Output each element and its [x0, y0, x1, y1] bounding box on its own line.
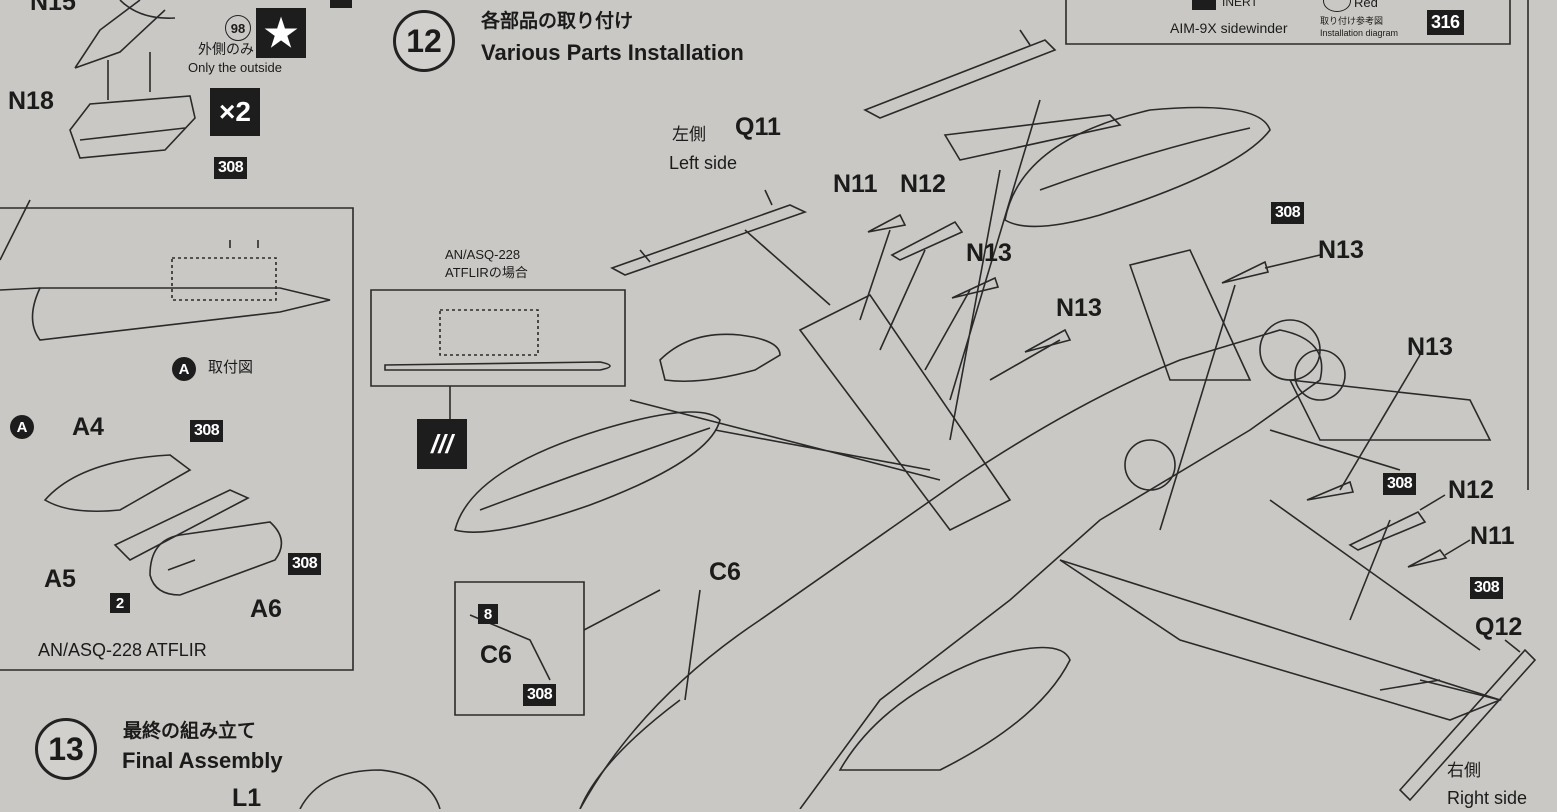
install-view-label: 取付図 [208, 359, 254, 376]
outside-only-jp: 外側のみ [198, 41, 254, 57]
inert-code-badge [1192, 0, 1216, 10]
paint-code-308-top: 308 [1271, 202, 1305, 224]
paint-2-badge: 2 [110, 593, 130, 613]
install-diagram-jp: 取り付け参考図 [1320, 16, 1384, 26]
left-side-en: Left side [669, 153, 738, 173]
star-decal-icon: ★ [256, 8, 306, 58]
part-n11-top-label: N11 [833, 170, 878, 198]
paint-code-308-mid: 308 [1383, 473, 1417, 495]
part-l1-label: L1 [232, 784, 262, 812]
step-13-title-en: Final Assembly [122, 748, 283, 773]
part-n13-b-label: N13 [1056, 294, 1102, 322]
install-diagram-en: Installation diagram [1320, 28, 1399, 38]
outside-only-en: Only the outside [188, 60, 282, 75]
subassy-mark-a: A [10, 415, 34, 439]
part-n13-a-label: N13 [966, 239, 1012, 267]
part-c6-main-label: C6 [709, 558, 741, 586]
aim9x-label: AIM-9X sidewinder [1170, 20, 1288, 36]
part-a4-label: A4 [72, 413, 104, 441]
paint-8-badge: 8 [478, 604, 498, 624]
part-n15-label: N15 [30, 0, 76, 16]
part-n13-c-label: N13 [1318, 236, 1364, 264]
part-n11-right-label: N11 [1470, 522, 1515, 550]
paint-code-308-right: 308 [1470, 577, 1504, 599]
paint-code-308-a4: 308 [190, 420, 224, 442]
inset-atflir-line1: AN/ASQ-228 [445, 247, 521, 262]
step-13-title-jp: 最終の組み立て [123, 721, 257, 742]
times-2-badge: ×2 [210, 88, 260, 136]
part-q11-label: Q11 [735, 113, 781, 141]
left-side-jp: 左側 [672, 125, 706, 144]
step-13-number: 13 [35, 718, 97, 780]
step-12-title-en: Various Parts Installation [481, 40, 744, 65]
step-12-number: 12 [393, 10, 455, 72]
paint-code-316: 316 [1427, 10, 1464, 35]
part-n13-d-label: N13 [1407, 333, 1453, 361]
part-q12-label: Q12 [1475, 613, 1523, 641]
inset-atflir-line2: ATFLIRの場合 [445, 265, 528, 280]
black-corner-mark [330, 0, 352, 8]
part-a6-label: A6 [250, 595, 282, 623]
red-label: Red [1354, 0, 1378, 10]
paint-code-308-c6: 308 [523, 684, 557, 706]
part-a5-label: A5 [44, 565, 76, 593]
inert-label: INERT [1222, 0, 1258, 9]
right-side-jp: 右側 [1447, 761, 1481, 780]
part-n12-right-label: N12 [1448, 476, 1494, 504]
part-n18-label: N18 [8, 87, 54, 115]
install-mark-a: A [172, 357, 196, 381]
paint-98-badge: 98 [225, 15, 251, 41]
part-c6-inset-label: C6 [480, 641, 512, 669]
paint-code-308: 308 [214, 157, 248, 179]
right-side-en: Right side [1447, 788, 1528, 808]
part-n12-top-label: N12 [900, 170, 946, 198]
photo-etch-icon: /// [417, 419, 467, 469]
paint-code-308-a6: 308 [288, 553, 322, 575]
step-12-title-jp: 各部品の取り付け [481, 11, 634, 32]
atflir-caption: AN/ASQ-228 ATFLIR [38, 640, 207, 660]
